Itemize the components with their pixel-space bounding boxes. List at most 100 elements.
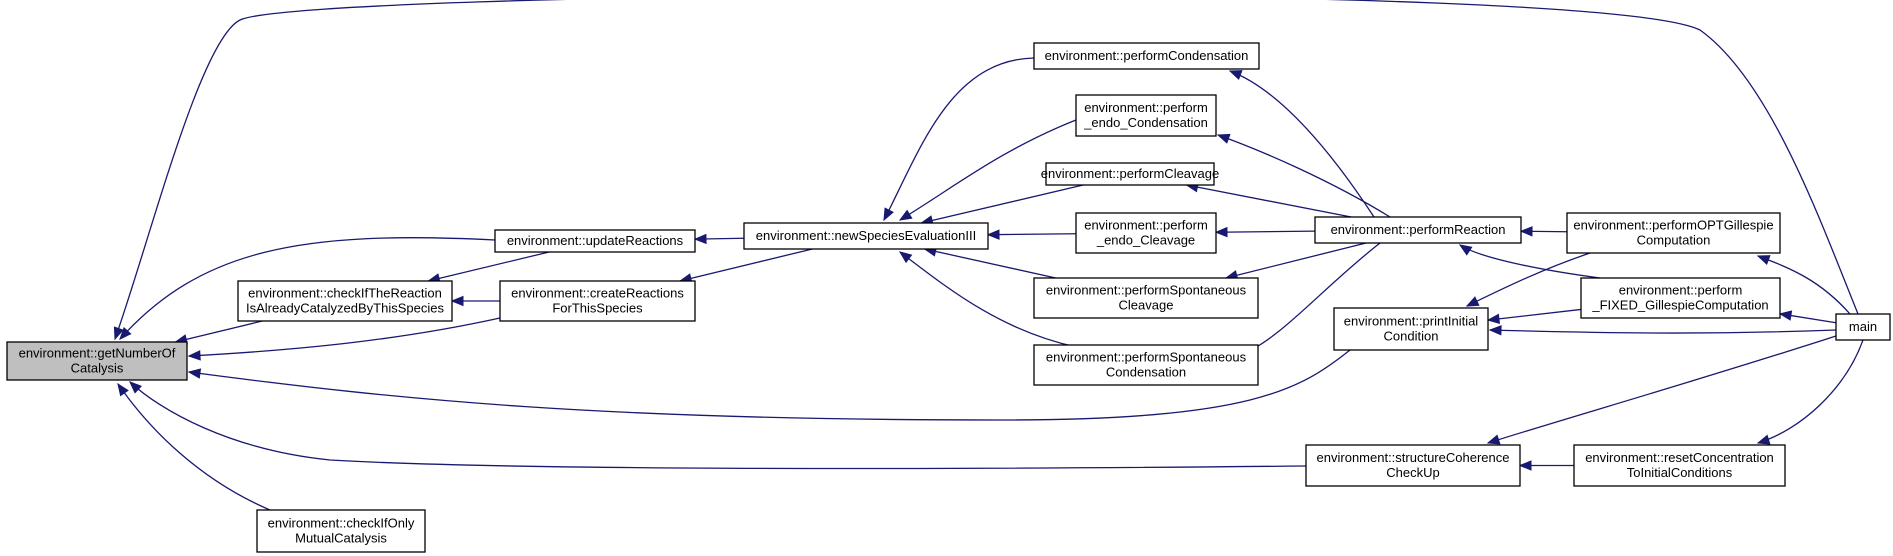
edge-line <box>117 383 271 511</box>
edge-main-to-getNumberOfCatalysis <box>113 0 1859 341</box>
edge-line <box>188 349 1351 421</box>
node-performSpontaneousCondensation[interactable]: environment::performSpontaneousCondensat… <box>1033 344 1259 386</box>
edge-arrowhead <box>187 350 201 361</box>
node-performCleavage[interactable]: environment::performCleavage <box>1041 162 1219 186</box>
edge-line <box>883 57 1035 221</box>
node-main[interactable]: main <box>1835 313 1891 341</box>
node-createReactionsForThisSpecies[interactable]: environment::createReactionsForThisSpeci… <box>499 280 696 322</box>
edge-performSpontaneousCondensation-to-newSpeciesEvaluationIII <box>898 251 1077 348</box>
edge-line <box>1217 134 1391 218</box>
edge-line <box>188 317 501 357</box>
edge-arrowhead <box>1488 325 1502 336</box>
edge-line <box>921 184 1084 224</box>
node-label-line: environment::perform <box>1619 283 1743 298</box>
node-box <box>1075 94 1217 137</box>
node-label-line: environment::resetConcentration <box>1585 450 1774 465</box>
node-label-line: environment::printInitial <box>1344 314 1479 329</box>
edge-updateReactions-to-checkIfTheReactionIsAlreadyCatalyzedByThisSpecies <box>427 251 550 284</box>
edge-arrowhead <box>117 382 129 397</box>
edge-arrowhead <box>1465 296 1480 307</box>
node-resetConcentrationToInitialConditions[interactable]: environment::resetConcentrationToInitial… <box>1573 444 1786 487</box>
node-newSpeciesEvaluationIII[interactable]: environment::newSpeciesEvaluationIII <box>743 222 989 250</box>
edge-line <box>899 251 1077 348</box>
node-label-line: environment::performReaction <box>1331 222 1506 237</box>
edge-main-to-performOPTGillespieComputation <box>1756 255 1851 315</box>
node-box <box>237 280 453 322</box>
node-label-line: _endo_Cleavage <box>1096 233 1195 248</box>
edge-performOPTGillespieComputation-to-performReaction <box>1519 226 1568 237</box>
edge-performSpontaneousCleavage-to-newSpeciesEvaluationIII <box>923 246 1056 279</box>
edge-checkIfOnlyMutualCatalysis-to-getNumberOfCatalysis <box>117 382 271 511</box>
edge-arrowhead <box>119 326 132 340</box>
edge-arrowhead <box>1486 434 1501 445</box>
edge-performReaction-to-perform_endo_Cleavage <box>1214 226 1316 238</box>
node-perform_FIXED_GillespieComputation[interactable]: environment::perform_FIXED_GillespieComp… <box>1580 277 1781 319</box>
edge-line <box>899 119 1077 221</box>
edge-line <box>114 0 1859 340</box>
edge-line <box>1215 230 1316 233</box>
node-box <box>1075 212 1217 254</box>
edge-performReaction-to-perform_endo_Condensation <box>1216 133 1391 218</box>
node-performReaction[interactable]: environment::performReaction <box>1314 216 1522 244</box>
node-box <box>1045 162 1215 186</box>
node-label-line: MutualCatalysis <box>295 531 387 546</box>
node-checkIfTheReactionIsAlreadyCatalyzedByThisSpecies[interactable]: environment::checkIfTheReactionIsAlready… <box>237 280 453 322</box>
edge-main-to-printInitialCondition <box>1488 325 1837 336</box>
node-label-line: environment::performSpontaneous <box>1046 283 1247 298</box>
node-label-line: Condensation <box>1106 365 1186 380</box>
node-box <box>1835 313 1891 341</box>
edge-arrowhead <box>1458 244 1473 256</box>
node-perform_endo_Condensation[interactable]: environment::perform_endo_Condensation <box>1075 94 1217 137</box>
edge-arrowhead <box>883 207 894 222</box>
edge-line <box>1229 70 1375 218</box>
edge-line <box>119 237 496 340</box>
node-perform_endo_Cleavage[interactable]: environment::perform_endo_Cleavage <box>1075 212 1217 254</box>
edge-createReactionsForThisSpecies-to-checkIfTheReactionIsAlreadyCatalyzedByThisSpecies <box>450 295 500 307</box>
edge-performCondensation-to-newSpeciesEvaluationIII <box>883 57 1035 222</box>
edge-line <box>1487 308 1582 321</box>
node-performOPTGillespieComputation[interactable]: environment::performOPTGillespieComputat… <box>1566 212 1781 254</box>
node-box <box>1333 307 1489 351</box>
edge-checkIfTheReactionIsAlreadyCatalyzedByThisSpecies-to-getNumberOfCatalysis <box>174 320 263 345</box>
edge-performReaction-to-performCondensation <box>1228 70 1375 218</box>
edge-line <box>1487 335 1837 444</box>
edge-arrowhead <box>1228 70 1243 80</box>
node-label-line: ToInitialConditions <box>1627 465 1733 480</box>
node-label-line: environment::perform <box>1084 100 1208 115</box>
edge-arrowhead <box>986 229 1000 240</box>
node-label-line: Catalysis <box>71 361 124 376</box>
edge-perform_endo_Cleavage-to-newSpeciesEvaluationIII <box>986 229 1077 240</box>
edge-arrowhead <box>1756 434 1771 445</box>
edge-line <box>924 248 1056 279</box>
edge-line <box>175 320 263 343</box>
node-box <box>1580 277 1781 319</box>
node-box <box>494 229 696 253</box>
node-label-line: ForThisSpecies <box>552 301 643 316</box>
node-box <box>1566 212 1781 254</box>
edge-arrowhead <box>129 381 142 394</box>
node-box <box>1305 444 1521 487</box>
node-label-line: environment::getNumberOf <box>19 346 176 361</box>
edge-arrowhead <box>1518 460 1532 471</box>
node-label-line: environment::performCondensation <box>1045 48 1249 63</box>
edge-perform_FIXED_GillespieComputation-to-printInitialCondition <box>1486 308 1582 325</box>
edge-arrowhead <box>898 251 913 264</box>
nodes-layer: environment::getNumberOfCatalysisenviron… <box>6 42 1891 553</box>
node-box <box>6 341 188 381</box>
node-updateReactions[interactable]: environment::updateReactions <box>494 229 696 253</box>
edge-line <box>679 248 813 282</box>
node-label-line: Cleavage <box>1119 298 1174 313</box>
edge-structureCoherenceCheckUp-to-getNumberOfCatalysis <box>129 381 1307 470</box>
edge-performReaction-to-performSpontaneousCleavage <box>1224 242 1367 281</box>
node-label-line: environment::performOPTGillespie <box>1573 218 1773 233</box>
edge-arrowhead <box>693 233 707 245</box>
edge-newSpeciesEvaluationIII-to-createReactionsForThisSpecies <box>678 248 813 284</box>
node-label-line: _endo_Condensation <box>1083 115 1208 130</box>
node-performCondensation[interactable]: environment::performCondensation <box>1033 42 1260 70</box>
edge-arrowhead <box>113 326 124 341</box>
